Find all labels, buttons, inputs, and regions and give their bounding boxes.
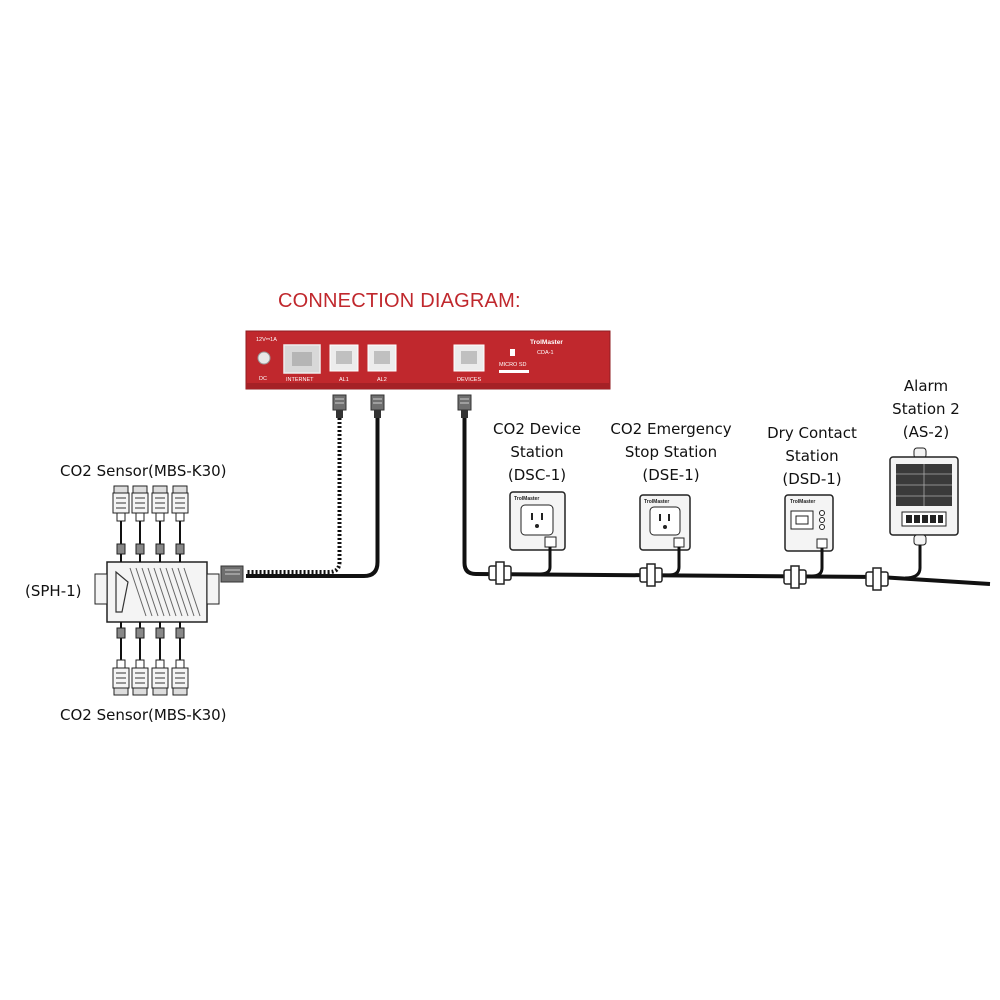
micro-sd-icon bbox=[510, 349, 515, 356]
hub-mount-left bbox=[94, 573, 108, 605]
hub-heatsink bbox=[129, 567, 201, 617]
controller-cda-1: 12V⎓1A DC INTERNET AL1 AL2 DEVICES MICRO… bbox=[245, 330, 611, 390]
dsd-1-label-line: (DSD-1) bbox=[782, 470, 842, 488]
co2-sensor-plug bbox=[112, 485, 130, 562]
sph-1-hub bbox=[94, 561, 244, 623]
rj-plug-al1 bbox=[332, 394, 347, 418]
co2-sensor-bottom-label: CO2 Sensor(MBS-K30) bbox=[60, 706, 227, 724]
co2-sensor-plug bbox=[131, 485, 149, 562]
dsd-led-1 bbox=[819, 510, 825, 516]
co2-sensor-plug bbox=[171, 622, 189, 696]
dc-port-label: DC bbox=[259, 376, 267, 382]
as-2-label: Alarm Station 2 (AS-2) bbox=[880, 375, 972, 444]
controller-brand: TrolMaster bbox=[530, 339, 563, 346]
dsd-t-connector bbox=[783, 565, 807, 589]
dsd-brand: TrolMaster bbox=[790, 499, 815, 505]
dse-1-label-line: (DSE-1) bbox=[642, 466, 700, 484]
dsc-t-connector bbox=[488, 561, 512, 585]
dsd-switch bbox=[790, 510, 814, 530]
station-dsc-1: TrolMaster bbox=[488, 491, 566, 585]
hub-mount-right bbox=[206, 573, 220, 605]
sph-1-label: (SPH-1) bbox=[25, 582, 82, 600]
co2-sensor-top-label: CO2 Sensor(MBS-K30) bbox=[60, 462, 227, 480]
co2-sensors-top bbox=[112, 485, 189, 562]
dsc-1-label-line: Station bbox=[510, 443, 564, 461]
micro-sd-label: MICRO SD bbox=[499, 362, 527, 368]
co2-sensors-bottom bbox=[112, 622, 189, 696]
rj-plug-al2 bbox=[370, 394, 385, 418]
dse-1-label: CO2 Emergency Stop Station (DSE-1) bbox=[600, 418, 742, 487]
dsc-brand: TrolMaster bbox=[514, 496, 539, 502]
dsd-led-2 bbox=[819, 517, 825, 523]
dsc-1-label-line: (DSC-1) bbox=[507, 466, 567, 484]
dsd-1-label: Dry Contact Station (DSD-1) bbox=[756, 422, 868, 491]
dse-outlet bbox=[649, 506, 681, 536]
dsc-rj-jack bbox=[544, 536, 557, 548]
station-dse-1: TrolMaster bbox=[639, 494, 691, 587]
dc-port bbox=[257, 351, 271, 365]
dse-1-label-line: CO2 Emergency bbox=[610, 420, 732, 438]
dsd-1-label-line: Dry Contact bbox=[767, 424, 857, 442]
dsd-1-label-line: Station bbox=[785, 447, 839, 465]
al1-port-label: AL1 bbox=[339, 377, 349, 383]
power-rating-label: 12V⎓1A bbox=[256, 337, 277, 343]
devices-bus-cable bbox=[462, 418, 991, 586]
dsc-1-label-line: CO2 Device bbox=[493, 420, 581, 438]
station-dsd-1: TrolMaster bbox=[783, 494, 834, 589]
rj-plug-devices bbox=[457, 394, 472, 418]
as2-t-connector bbox=[865, 567, 889, 591]
micro-sd-slot bbox=[499, 370, 529, 373]
controller-model: CDA-1 bbox=[537, 350, 554, 356]
internet-port-label: INTERNET bbox=[286, 377, 314, 383]
diagram-title: CONNECTION DIAGRAM: bbox=[278, 290, 521, 312]
dse-rj-jack bbox=[673, 537, 685, 548]
al1-cable bbox=[246, 418, 342, 574]
dsc-outlet bbox=[520, 504, 554, 536]
controller-base bbox=[246, 383, 610, 389]
dse-brand: TrolMaster bbox=[644, 499, 669, 505]
devices-port-label: DEVICES bbox=[457, 377, 481, 383]
al2-cable bbox=[246, 418, 380, 578]
co2-sensor-plug bbox=[171, 485, 189, 562]
co2-sensor-plug bbox=[151, 622, 169, 696]
as-2-label-line: Station 2 bbox=[892, 400, 960, 418]
dsd-led-3 bbox=[819, 524, 825, 530]
dse-1-label-line: Stop Station bbox=[624, 443, 718, 461]
co2-sensor-plug bbox=[131, 622, 149, 696]
dsc-1-label: CO2 Device Station (DSC-1) bbox=[478, 418, 596, 487]
as-2-label-line: Alarm bbox=[903, 377, 949, 395]
co2-sensor-plug bbox=[151, 485, 169, 562]
al2-port-label: AL2 bbox=[377, 377, 387, 383]
as-2-label-line: (AS-2) bbox=[902, 423, 950, 441]
co2-sensor-plug bbox=[112, 622, 130, 696]
dse-t-connector bbox=[639, 563, 663, 587]
alarm-station-as-2 bbox=[865, 447, 959, 591]
dsd-rj-jack bbox=[816, 538, 828, 549]
internet-port bbox=[283, 344, 321, 374]
as2-hanger-bottom bbox=[913, 534, 927, 546]
